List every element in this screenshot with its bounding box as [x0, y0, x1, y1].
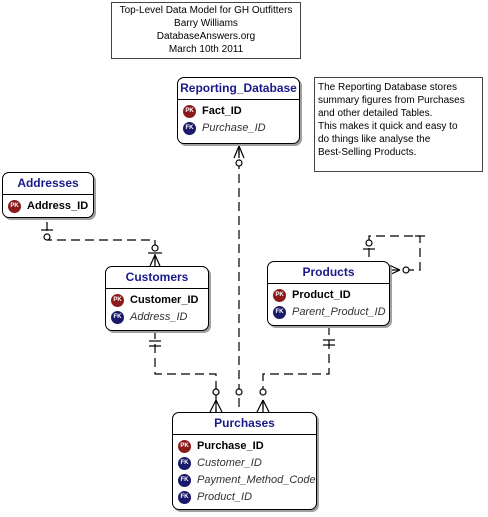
attribute-row: PK Fact_ID	[178, 103, 299, 120]
attribute-name: Parent_Product_ID	[292, 306, 386, 318]
foreign-key-icon: FK	[178, 457, 191, 470]
note-line: summary figures from Purchases	[318, 95, 465, 106]
note-line: and other detailed Tables.	[318, 108, 433, 119]
attribute-row: PK Purchase_ID	[173, 438, 316, 455]
attribute-row: PK Customer_ID	[106, 292, 208, 309]
entity-title: Products	[268, 262, 389, 284]
entity-title: Addresses	[3, 173, 93, 195]
primary-key-icon: PK	[8, 200, 21, 213]
date-line: March 10th 2011	[168, 44, 244, 55]
primary-key-icon: PK	[178, 440, 191, 453]
attribute-row: FK Parent_Product_ID	[268, 304, 389, 321]
attribute-name: Purchase_ID	[202, 122, 266, 134]
attribute-row: PK Address_ID	[3, 198, 93, 215]
entity-reporting-database[interactable]: Reporting_Database PK Fact_ID FK Purchas…	[177, 77, 300, 144]
entity-title: Customers	[106, 267, 208, 289]
foreign-key-icon: FK	[178, 474, 191, 487]
rel-customers-purchases	[154, 330, 217, 412]
attribute-name: Address_ID	[130, 311, 188, 323]
note-line: Best-Selling Products.	[318, 147, 417, 158]
note-line: This makes it quick and easy to	[318, 121, 458, 132]
rel-products-purchases	[262, 326, 330, 412]
foreign-key-icon: FK	[111, 311, 124, 324]
attribute-name: Product_ID	[197, 491, 253, 503]
attribute-name: Address_ID	[27, 200, 89, 212]
website-line: DatabaseAnswers.org	[156, 31, 256, 42]
entity-title: Purchases	[173, 413, 316, 435]
attribute-row: FK Product_ID	[173, 489, 316, 506]
attribute-row: FK Customer_ID	[173, 455, 316, 472]
attribute-row: FK Payment_Method_Code	[173, 472, 316, 489]
attribute-name: Fact_ID	[202, 105, 242, 117]
entity-title: Reporting_Database	[178, 78, 299, 100]
attribute-row: PK Product_ID	[268, 287, 389, 304]
entity-purchases[interactable]: Purchases PK Purchase_ID FK Customer_ID …	[172, 412, 317, 510]
entity-customers[interactable]: Customers PK Customer_ID FK Address_ID	[105, 266, 209, 331]
note-line: do things like analyse the	[318, 134, 431, 145]
foreign-key-icon: FK	[183, 122, 196, 135]
attribute-name: Customer_ID	[197, 457, 262, 469]
primary-key-icon: PK	[111, 294, 124, 307]
entity-products[interactable]: Products PK Product_ID FK Parent_Product…	[267, 261, 390, 326]
attribute-name: Customer_ID	[130, 294, 199, 306]
attribute-row: FK Purchase_ID	[178, 120, 299, 137]
author-line: Barry Williams	[174, 18, 238, 29]
attribute-name: Purchase_ID	[197, 440, 264, 452]
foreign-key-icon: FK	[178, 491, 191, 504]
diagram-title-block: Top-Level Data Model for GH Outfitters B…	[111, 2, 301, 59]
attribute-name: Product_ID	[292, 289, 351, 301]
entity-addresses[interactable]: Addresses PK Address_ID	[2, 172, 94, 218]
attribute-row: FK Address_ID	[106, 309, 208, 326]
title-line: Top-Level Data Model for GH Outfitters	[119, 5, 293, 16]
reporting-note: The Reporting Database stores summary fi…	[314, 77, 483, 172]
note-line: The Reporting Database stores	[318, 82, 457, 93]
attribute-name: Payment_Method_Code	[197, 474, 316, 486]
primary-key-icon: PK	[273, 289, 286, 302]
foreign-key-icon: FK	[273, 306, 286, 319]
primary-key-icon: PK	[183, 105, 196, 118]
